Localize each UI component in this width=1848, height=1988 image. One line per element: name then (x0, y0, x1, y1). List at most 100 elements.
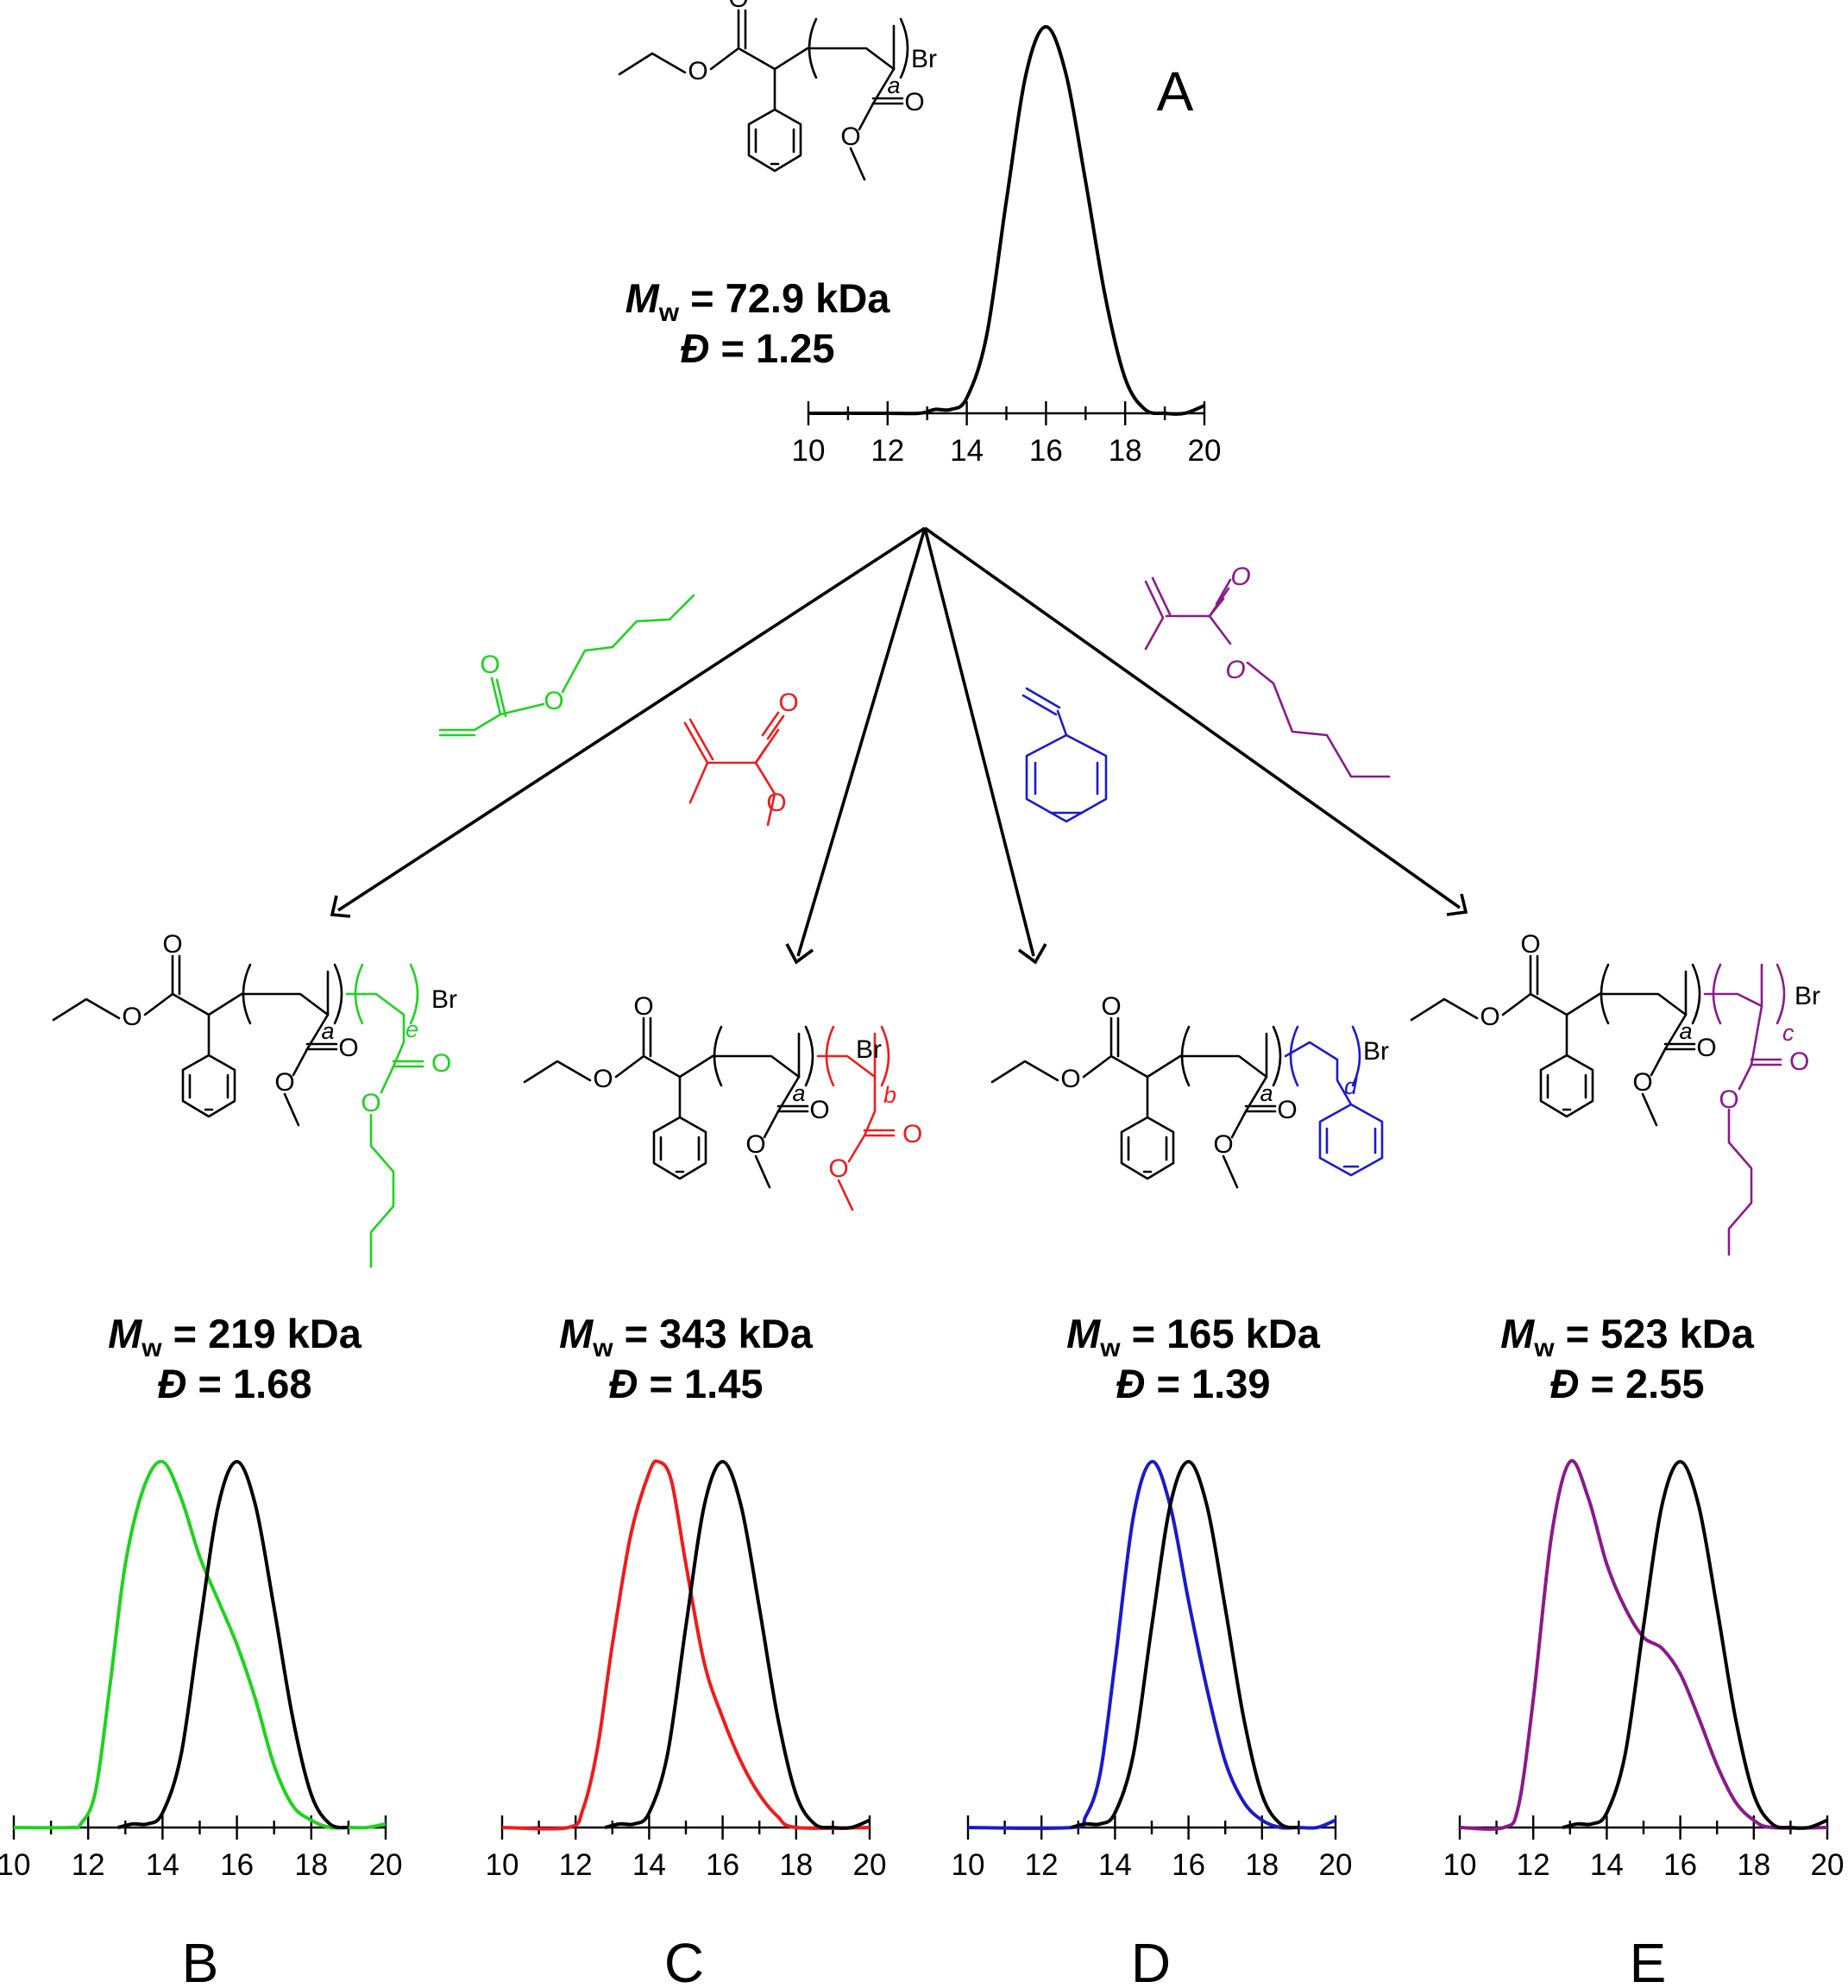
svg-text:O: O (361, 1089, 380, 1117)
mw-value: = 72.9 kDa (679, 275, 890, 321)
tick-label: 20 (1188, 434, 1222, 468)
dispersity-value: = 1.45 (638, 1361, 763, 1406)
mw-value: = 165 kDa (1121, 1311, 1321, 1356)
tick-label: 20 (1319, 1848, 1353, 1882)
svg-text:Đ = 1.25: Đ = 1.25 (681, 325, 835, 371)
panel-label-E: E (1630, 1932, 1667, 1988)
tick-label: 14 (950, 434, 984, 468)
structure-B: Br e O O (52, 928, 457, 1268)
structure-A: Br (618, 0, 937, 181)
tick-label: 14 (146, 1848, 179, 1882)
tick-label: 16 (1663, 1848, 1697, 1882)
stats-D: Mw = 165 kDa Đ = 1.39 (1066, 1311, 1321, 1406)
svg-text:Br: Br (856, 1035, 882, 1064)
tick-label: 18 (1737, 1848, 1770, 1882)
svg-text:b: b (883, 1082, 896, 1108)
dispersity-symbol: Đ (609, 1361, 638, 1406)
tick-label: 16 (1029, 434, 1063, 468)
tick-label: 20 (369, 1848, 403, 1882)
reaction-arrows (330, 526, 1468, 965)
arrow-to-D (923, 527, 1035, 957)
dispersity-symbol: Đ (1116, 1361, 1146, 1406)
chart-C: 10 12 14 16 18 20 (486, 1459, 887, 1882)
tick-label: 10 (0, 1848, 30, 1882)
tick-label: 10 (486, 1848, 519, 1882)
svg-text:O: O (1225, 656, 1245, 684)
monomer-butyl-methacrylate: O O (1144, 563, 1391, 778)
svg-text:O: O (1230, 563, 1250, 591)
tick-label: 18 (779, 1848, 813, 1882)
arrow-head-B (330, 895, 351, 918)
tick-label: 20 (853, 1848, 887, 1882)
tick-label: 20 (1811, 1848, 1845, 1882)
chart-E: 10 12 14 16 18 20 (1443, 1458, 1845, 1882)
mw-symbol: M (625, 275, 660, 321)
svg-text:Br: Br (1795, 982, 1820, 1010)
tick-label: 16 (706, 1848, 739, 1882)
arrow-head-D (1017, 943, 1047, 965)
series-line (117, 1460, 349, 1830)
mw-subscript: w (1533, 1334, 1555, 1362)
svg-text:O: O (544, 687, 563, 715)
svg-text:Br: Br (431, 985, 457, 1014)
svg-text:Mw = 523 kDa: Mw = 523 kDa (1500, 1311, 1755, 1362)
svg-text:Br: Br (911, 45, 937, 73)
svg-text:Đ = 2.55: Đ = 2.55 (1550, 1361, 1705, 1406)
structure-D: Br d (990, 991, 1389, 1189)
panel-label-C: C (664, 1932, 704, 1988)
svg-text:Br: Br (1363, 1037, 1389, 1066)
panel-label-A: A (1157, 60, 1194, 123)
tick-label: 14 (1098, 1848, 1132, 1882)
arrow-to-B (337, 526, 926, 912)
tick-label: 12 (559, 1848, 593, 1882)
tick-label: 10 (1443, 1848, 1477, 1882)
tick-label: 14 (632, 1848, 666, 1882)
tick-label: 10 (952, 1848, 985, 1882)
mw-value: = 219 kDa (162, 1311, 362, 1356)
tick-label: 14 (1590, 1848, 1624, 1882)
chart-D: 10 12 14 16 18 20 (952, 1460, 1353, 1882)
stats-C: Mw = 343 kDa Đ = 1.45 (559, 1311, 814, 1406)
tick-label: 18 (1245, 1848, 1279, 1882)
panel-label-B: B (182, 1932, 219, 1988)
tick-label: 16 (1172, 1848, 1205, 1882)
tick-label: 12 (72, 1848, 105, 1882)
svg-text:O: O (766, 789, 786, 817)
dispersity-symbol: Đ (681, 325, 710, 371)
tick-label: 12 (871, 434, 904, 468)
mw-subscript: w (658, 299, 680, 327)
mw-symbol: M (1500, 1311, 1535, 1356)
series-line (1070, 1460, 1299, 1830)
svg-text:e: e (405, 1016, 418, 1042)
arrow-head-C (785, 943, 814, 965)
arrow-to-E (923, 526, 1461, 909)
dispersity-symbol: Đ (1550, 1361, 1580, 1406)
stats-A: Mw = 72.9 kDa Đ = 1.25 (625, 275, 891, 371)
dispersity-value: = 1.25 (709, 325, 834, 371)
monomer-butyl-acrylate: O O (438, 594, 695, 737)
mw-subscript: w (592, 1334, 613, 1362)
tick-label: 12 (1025, 1848, 1059, 1882)
svg-text:Đ = 1.39: Đ = 1.39 (1116, 1361, 1271, 1406)
series-line (1562, 1460, 1828, 1830)
tick-label: 18 (1109, 434, 1142, 468)
dispersity-value: = 1.39 (1145, 1361, 1270, 1406)
mw-subscript: w (141, 1334, 162, 1362)
svg-text:Mw = 72.9 kDa: Mw = 72.9 kDa (625, 275, 891, 327)
svg-text:Mw = 219 kDa: Mw = 219 kDa (108, 1311, 362, 1362)
svg-text:Mw = 343 kDa: Mw = 343 kDa (559, 1311, 814, 1362)
series-line (501, 1459, 871, 1831)
monomer-methyl-methacrylate: O O (683, 689, 799, 827)
tick-label: 16 (220, 1848, 254, 1882)
svg-text:O: O (480, 651, 500, 679)
arrow-head-E (1446, 893, 1468, 916)
mw-symbol: M (108, 1311, 142, 1356)
svg-text:Đ = 1.45: Đ = 1.45 (609, 1361, 764, 1406)
mw-symbol: M (1066, 1311, 1101, 1356)
tick-label: 12 (1517, 1848, 1550, 1882)
svg-text:O: O (778, 689, 798, 717)
structure-C: Br b O O (523, 991, 922, 1211)
dispersity-symbol: Đ (158, 1361, 187, 1406)
